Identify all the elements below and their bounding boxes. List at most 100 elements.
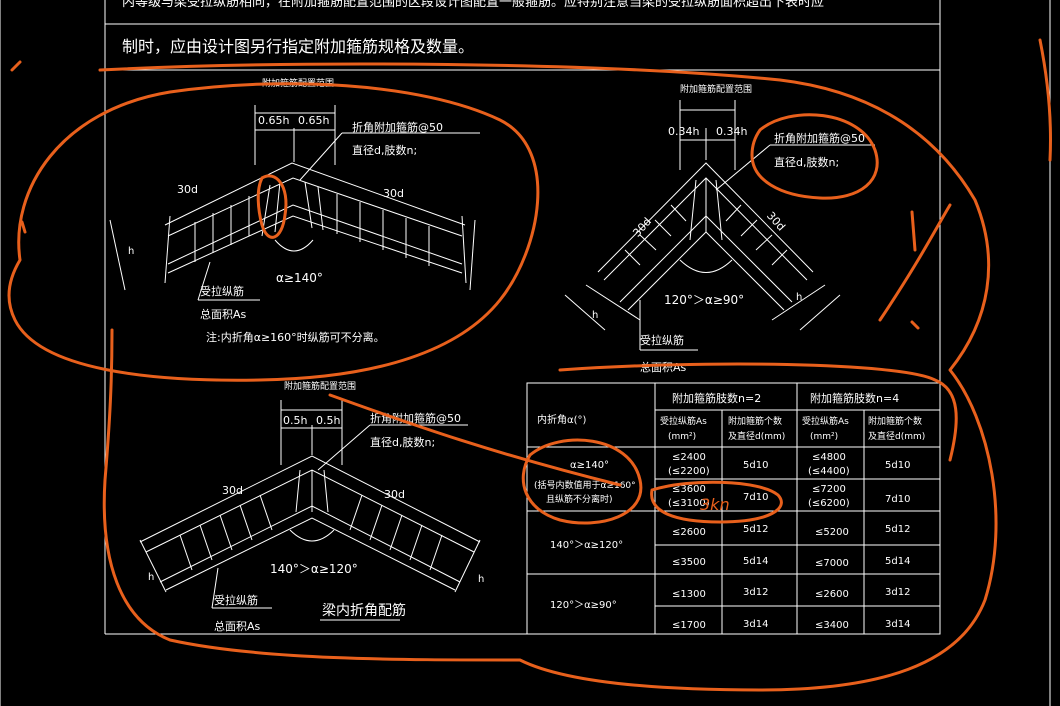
detail-3 bbox=[139, 400, 481, 621]
table-cell: 5d14 bbox=[885, 556, 910, 567]
table-header-angle: 内折角α(°) bbox=[537, 413, 586, 426]
markup-annotations bbox=[7, 38, 1053, 692]
detail1-beam bbox=[164, 162, 467, 284]
table-row-angle: 120°＞α≥90° bbox=[550, 600, 617, 611]
detail2-stirrups bbox=[624, 178, 788, 266]
detail2-h-right: h bbox=[796, 292, 802, 303]
detail3-caption: 梁内折角配筋 bbox=[322, 602, 406, 619]
markup-loop-value-cell bbox=[650, 480, 783, 524]
table-header-group-n2: 附加箍筋肢数n=2 bbox=[672, 391, 761, 405]
detail3-bar-label: 受拉纵筋 bbox=[214, 593, 258, 607]
detail1-stirrup-label: 折角附加箍筋@50 bbox=[352, 120, 443, 134]
detail3-h-right: h bbox=[478, 574, 484, 585]
markup-tick-left bbox=[10, 60, 22, 72]
table-cell: ≤2400 bbox=[672, 452, 706, 463]
table-cell: 3d12 bbox=[743, 587, 768, 598]
detail2-area-label: 总面积As bbox=[640, 360, 687, 374]
table-cell: ≤2600 bbox=[815, 589, 849, 600]
table-cell: ≤7200 bbox=[812, 484, 846, 495]
detail2-bar-label: 受拉纵筋 bbox=[640, 333, 684, 347]
reinforcement-table-grid bbox=[526, 382, 941, 635]
table-sub-as-n4: 受拉纵筋As bbox=[802, 415, 849, 427]
detail1-anchor-left: 30d bbox=[177, 183, 198, 196]
table-cell: 3d14 bbox=[743, 619, 768, 630]
table-cell: 5d12 bbox=[885, 524, 910, 535]
table-cell: 5d12 bbox=[743, 524, 768, 535]
header-line-1: 内等级与梁受拉纵筋相同，在附加箍筋配置范围的区段设计图配置一般箍筋。应特别注意当… bbox=[122, 0, 824, 10]
detail3-anchor-left: 30d bbox=[222, 484, 243, 497]
table-cell: 5d10 bbox=[743, 460, 768, 471]
table-cell: 7d10 bbox=[885, 494, 910, 505]
detail3-h-left: h bbox=[148, 572, 154, 583]
detail3-stirrup-label: 折角附加箍筋@50 bbox=[370, 411, 461, 425]
table-sub-as-n2: 受拉纵筋As bbox=[660, 415, 707, 427]
detail2-angle: 120°＞α≥90° bbox=[664, 293, 744, 307]
markup-loop-table bbox=[558, 362, 958, 462]
detail2-stirrup-label: 折角附加箍筋@50 bbox=[774, 131, 865, 145]
table-cell: (≤3100) bbox=[668, 498, 710, 509]
detail1-anchor-right: 30d bbox=[383, 187, 404, 200]
table-row-angle: α≥140° bbox=[570, 460, 609, 471]
detail3-anchor-right: 30d bbox=[384, 488, 405, 501]
markup-loop-stirrup-note bbox=[750, 113, 879, 200]
detail3-dim-left: 0.5h bbox=[283, 414, 307, 427]
markup-loop-top-left bbox=[7, 82, 540, 382]
table-row-angle: 140°＞α≥120° bbox=[550, 540, 623, 551]
table-cell: ≤3500 bbox=[672, 557, 706, 568]
table-cell: ≤7000 bbox=[815, 558, 849, 569]
table-cell: ≤1300 bbox=[672, 589, 706, 600]
markup-box-left-top bbox=[1038, 38, 1053, 162]
table-cell: 3d12 bbox=[885, 587, 910, 598]
table-sub-as-n2-unit: (mm²) bbox=[668, 432, 696, 442]
detail1-h: h bbox=[128, 246, 134, 257]
detail1-stirrup-sub: 直径d,肢数n; bbox=[352, 143, 417, 157]
table-cell: 3d14 bbox=[885, 619, 910, 630]
markup-connector bbox=[328, 393, 622, 487]
detail2-anchor-right: 30d bbox=[764, 209, 788, 233]
markup-loop-detail1-stirrups bbox=[256, 174, 288, 239]
detail-2 bbox=[564, 100, 875, 351]
detail3-area-label: 总面积As bbox=[214, 619, 261, 633]
detail2-dim-left: 0.34h bbox=[668, 125, 699, 138]
detail2-dimensions bbox=[564, 100, 875, 351]
table-cell: 5d14 bbox=[743, 556, 768, 567]
table-cell: (≤4400) bbox=[808, 466, 850, 477]
table-sub-d-n2-b: 及直径d(mm) bbox=[728, 430, 785, 442]
detail1-bar-label: 受拉纵筋 bbox=[200, 284, 244, 298]
table-cell: ≤1700 bbox=[672, 620, 706, 631]
detail1-area-label: 总面积As bbox=[200, 307, 247, 321]
table-cell: ≤5200 bbox=[815, 527, 849, 538]
detail3-dim-right: 0.5h bbox=[316, 414, 340, 427]
table-header-group-n4: 附加箍筋肢数n=4 bbox=[810, 391, 899, 405]
header-line-2: 制时，应由设计图另行指定附加箍筋规格及数量。 bbox=[122, 37, 474, 56]
detail2-range-title: 附加箍筋配置范围 bbox=[680, 83, 752, 95]
table-cell: 5d10 bbox=[885, 460, 910, 471]
table-cell: ≤3400 bbox=[815, 620, 849, 631]
detail3-angle: 140°＞α≥120° bbox=[270, 562, 358, 576]
detail2-h-left: h bbox=[592, 310, 598, 321]
detail1-dimensions bbox=[109, 105, 480, 301]
detail3-stirrup-sub: 直径d,肢数n; bbox=[370, 435, 435, 449]
detail2-dim-right: 0.34h bbox=[716, 125, 747, 138]
detail3-range-title: 附加箍筋配置范围 bbox=[284, 380, 356, 392]
markup-tick-right-2 bbox=[910, 320, 920, 330]
table-cell: ≤3600 bbox=[672, 484, 706, 495]
table-cell: (≤6200) bbox=[808, 498, 850, 509]
detail1-angle: α≥140° bbox=[276, 271, 323, 285]
detail1-dim-right: 0.65h bbox=[298, 114, 329, 127]
table-cell: ≤4800 bbox=[812, 452, 846, 463]
detail3-dimensions bbox=[211, 400, 468, 621]
table-cell: ≤2600 bbox=[672, 527, 706, 538]
table-row-angle-note: 且纵筋不分离时) bbox=[546, 493, 613, 505]
table-sub-d-n2: 附加箍筋个数 bbox=[728, 415, 782, 427]
table-sub-d-n4: 附加箍筋个数 bbox=[868, 415, 922, 427]
table-sub-d-n4-b: 及直径d(mm) bbox=[868, 430, 925, 442]
markup-tick-right bbox=[910, 210, 917, 252]
markup-handwritten-note: 3kn bbox=[700, 495, 730, 514]
detail3-stirrups bbox=[179, 469, 443, 571]
table-sub-as-n4-unit: (mm²) bbox=[810, 432, 838, 442]
markup-loop-angle-cell bbox=[521, 438, 643, 525]
markup-check-right bbox=[878, 203, 952, 322]
table-cell: (≤2200) bbox=[668, 466, 710, 477]
